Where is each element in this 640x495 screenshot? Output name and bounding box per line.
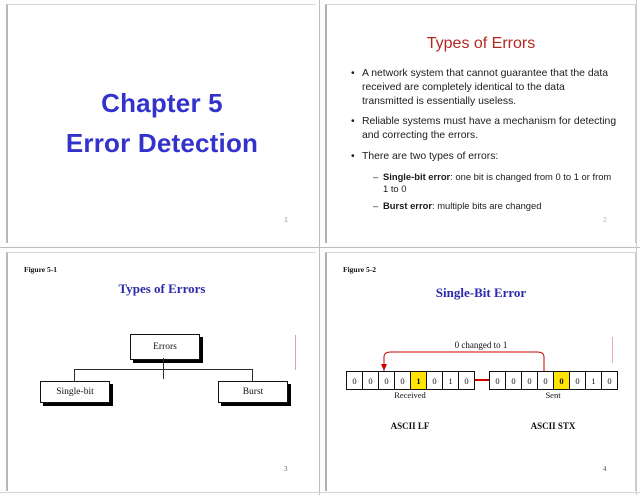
red-margin-mark — [295, 335, 296, 370]
slide-4[interactable]: Figure 5-2 Single-Bit Error 0 changed to… — [325, 252, 636, 491]
bottom-edge-line — [0, 492, 640, 493]
tree-node-single-bit: Single-bit — [40, 381, 110, 403]
bit-cell: 0 — [521, 371, 538, 390]
sub-bullet-item: – Burst error: multiple bits are changed — [373, 200, 619, 213]
chapter-title-line-1: Chapter 5 — [101, 88, 223, 118]
chapter-title-line-2: Error Detection — [65, 128, 259, 159]
bit-cell: 1 — [442, 371, 459, 390]
tree-connector-right — [252, 369, 253, 382]
bullet-item: • There are two types of errors: — [351, 150, 619, 164]
bit-cell: 0 — [426, 371, 443, 390]
bit-cell: 0 — [346, 371, 363, 390]
bit-cell: 0 — [362, 371, 379, 390]
bullet-marker-icon: • — [351, 116, 355, 128]
bit-cell-highlighted: 1 — [410, 371, 427, 390]
dash-marker-icon: – — [373, 199, 379, 211]
sub-bullet-body: : one bit is changed from 0 to 1 or from… — [383, 170, 612, 195]
bit-cell: 0 — [601, 371, 618, 390]
slide-2-page-number: 2 — [603, 217, 607, 224]
bit-cell: 0 — [394, 371, 411, 390]
slide-3-heading: Types of Errors — [118, 281, 206, 296]
figure-label: Figure 5-2 — [343, 265, 376, 274]
sub-bullet-lead: Burst error — [383, 199, 432, 211]
slide-2-heading: Types of Errors — [426, 35, 536, 52]
bullet-item: • A network system that cannot guarantee… — [351, 67, 619, 108]
sent-caption: Sent — [545, 390, 561, 400]
slide-4-heading: Single-Bit Error — [435, 285, 527, 300]
received-byte-row: 0 0 0 0 1 0 1 0 — [346, 371, 475, 390]
sent-ascii-label: ASCII STX — [530, 421, 576, 431]
tree-node-root: Errors — [130, 334, 200, 360]
bit-cell: 0 — [569, 371, 586, 390]
tree-connector-vertical — [163, 358, 164, 379]
sub-bullet-text: Burst error: multiple bits are changed — [383, 200, 619, 213]
sub-bullet-body: : multiple bits are changed — [431, 199, 542, 211]
figure-label: Figure 5-1 — [24, 265, 57, 274]
bullet-marker-icon: • — [351, 68, 355, 79]
horizontal-separator — [0, 247, 640, 248]
bullet-text: There are two types of errors: — [362, 151, 499, 163]
bullet-text: A network system that cannot guarantee t… — [362, 68, 609, 107]
sent-byte-row: 0 0 0 0 0 0 1 0 — [489, 371, 618, 390]
bit-cell: 0 — [489, 371, 506, 390]
tree-node-burst: Burst — [218, 381, 288, 403]
bit-cell-highlighted: 0 — [553, 371, 570, 390]
bit-cell: 0 — [458, 371, 475, 390]
sub-bullet-lead: Single-bit error — [383, 170, 451, 182]
right-edge-line — [636, 0, 637, 495]
bit-cell: 1 — [585, 371, 602, 390]
sub-bullet-item: – Single-bit error: one bit is changed f… — [373, 171, 619, 196]
dash-marker-icon: – — [373, 170, 379, 182]
bullet-text: Reliable systems must have a mechanism f… — [362, 116, 617, 142]
slide-2[interactable]: Types of Errors • A network system that … — [325, 4, 636, 243]
slide-2-bullet-list: • A network system that cannot guarantee… — [351, 67, 619, 216]
slide-1-page-number: 1 — [284, 217, 288, 224]
error-types-tree-diagram: Errors Single-bit Burst — [8, 253, 316, 491]
bit-cell: 0 — [537, 371, 554, 390]
bit-change-annotation: 0 changed to 1 — [454, 340, 508, 350]
slide-1-title-block: Chapter 5 Error Detection — [8, 83, 316, 164]
slide-3-page-number: 3 — [284, 465, 288, 473]
tree-connector-left — [74, 369, 75, 382]
slide-4-page-number: 4 — [603, 465, 607, 473]
bullet-marker-icon: • — [351, 151, 355, 163]
received-caption: Received — [394, 390, 426, 400]
sub-bullet-text: Single-bit error: one bit is changed fro… — [383, 171, 619, 196]
slide-3[interactable]: Figure 5-1 Types of Errors Errors Single… — [6, 252, 316, 491]
received-ascii-label: ASCII LF — [390, 421, 430, 431]
tree-connector-horizontal — [74, 369, 252, 370]
bit-cell: 0 — [505, 371, 522, 390]
red-margin-mark — [612, 337, 613, 363]
bit-cell: 0 — [378, 371, 395, 390]
slide-1[interactable]: Chapter 5 Error Detection 1 — [6, 4, 316, 243]
bullet-item: • Reliable systems must have a mechanism… — [351, 115, 619, 143]
